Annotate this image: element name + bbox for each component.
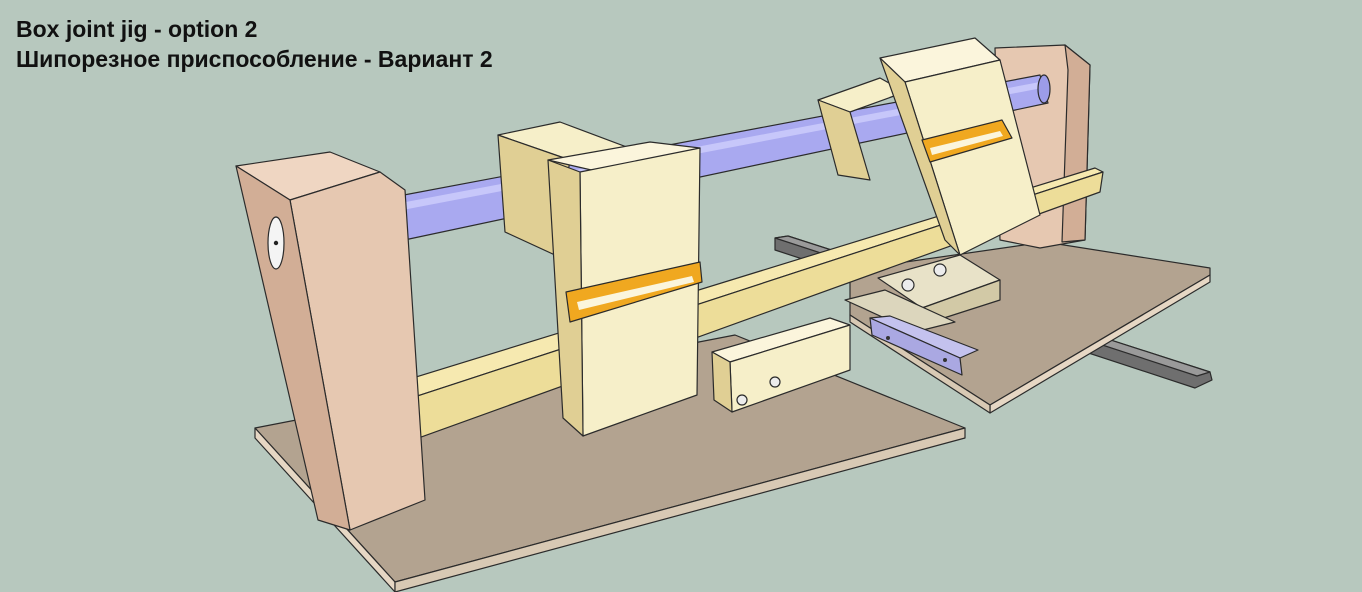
front-clamp-block <box>711 317 851 413</box>
left-upright <box>235 151 426 531</box>
metal-plate <box>869 315 979 376</box>
left-carriage-block <box>547 141 703 437</box>
title-english: Box joint jig - option 2 <box>16 16 258 42</box>
title-russian: Шипорезное приспособление - Вариант 2 <box>16 46 493 72</box>
right-carriage-block <box>879 37 1041 256</box>
slider-plate <box>844 254 1001 333</box>
caption-block: Box joint jig - option 2 Шипорезное прис… <box>16 14 493 74</box>
